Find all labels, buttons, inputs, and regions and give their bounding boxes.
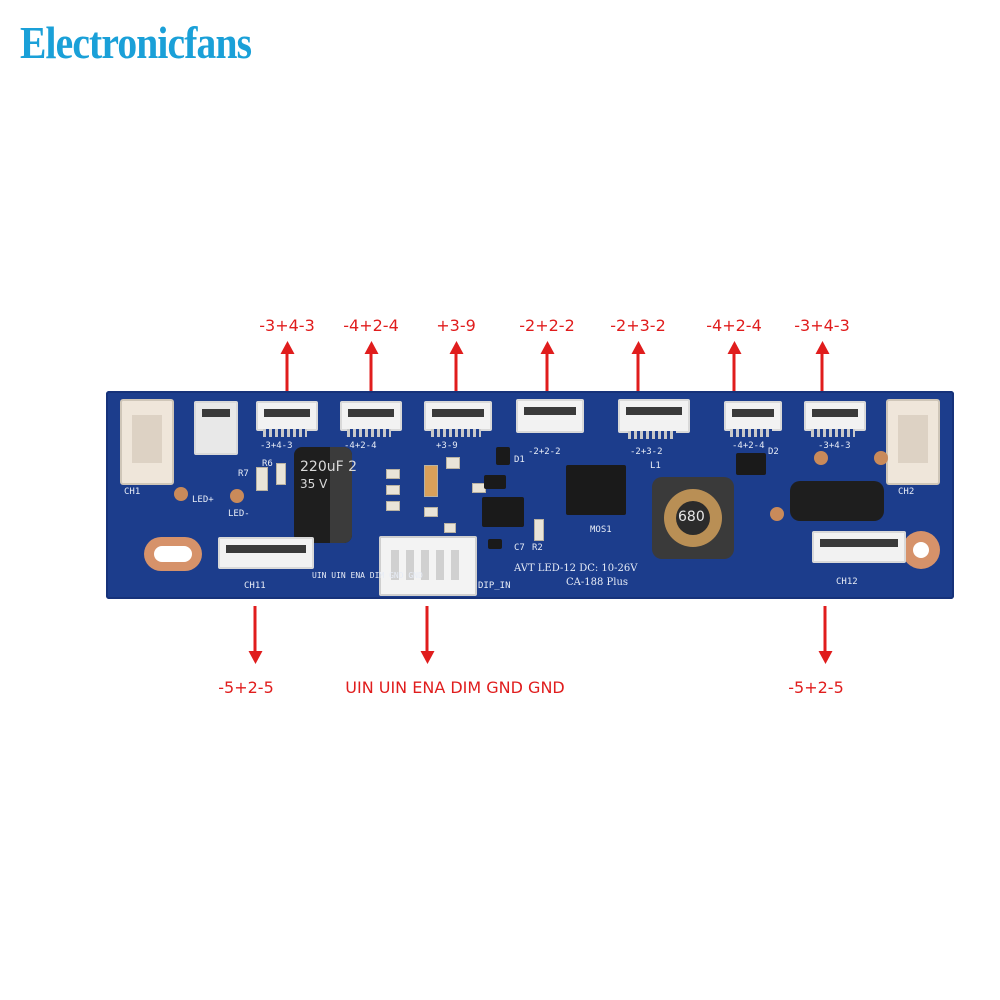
- resistor: [444, 523, 456, 533]
- led-driver-board: -3+4-3 -4+2-4 +3-9 -2+2-2 -2+3-2 -4+2-4 …: [106, 391, 954, 599]
- top-label-3: +3-9: [436, 316, 476, 335]
- silk-mark-2: -4+2-4: [344, 441, 377, 451]
- header-pins: [391, 550, 465, 580]
- ch11-label: CH11: [244, 581, 266, 591]
- brand-logo: Electronicfans: [20, 17, 252, 68]
- copper-pad: [230, 489, 244, 503]
- l1-label: L1: [650, 461, 661, 471]
- r7-label: R7: [238, 469, 249, 479]
- connector-5: [618, 399, 690, 433]
- pins: [730, 429, 772, 437]
- arrow-up-icon: [454, 353, 458, 398]
- power-inductor: 680: [652, 477, 734, 559]
- model-line-2: CA-188 Plus: [566, 577, 629, 588]
- bottom-label-right: -5+2-5: [788, 678, 844, 697]
- diode-d1: [496, 447, 510, 465]
- r2-label: R2: [532, 543, 543, 553]
- silk-mark-3: +3-9: [436, 441, 458, 451]
- top-label-5: -2+3-2: [610, 316, 666, 335]
- ch2-power-connector: [886, 399, 940, 485]
- dip-in-label: DIP_IN: [478, 581, 511, 591]
- silk-mark-5: -2+3-2: [630, 447, 663, 457]
- capacitor-c4: [484, 475, 506, 489]
- connector-7: [804, 401, 866, 431]
- inductor-marking: 680: [678, 509, 705, 525]
- connector-2: [340, 401, 402, 431]
- pins: [263, 429, 307, 437]
- resistor: [276, 463, 286, 485]
- ch11-connector: [218, 537, 314, 569]
- connector-6: [724, 401, 782, 431]
- pins: [431, 429, 481, 437]
- ch8-connector: [120, 399, 174, 485]
- diode-d2: [736, 453, 766, 475]
- silk-mark-7: -3+4-3: [818, 441, 851, 451]
- model-line-1: AVT LED-12 DC: 10-26V: [514, 563, 638, 574]
- top-label-7: -3+4-3: [794, 316, 850, 335]
- resistor: [386, 469, 400, 479]
- pin-labels: UIN UIN ENA DIM GND GND: [312, 571, 423, 580]
- electrolytic-capacitor-2: [790, 481, 884, 521]
- diode: [424, 465, 438, 497]
- copper-pad: [874, 451, 888, 465]
- mounting-slot: [144, 537, 202, 571]
- led-plus-label: LED+: [192, 495, 214, 505]
- ic-chip: [482, 497, 524, 527]
- ch3-connector: [194, 401, 238, 455]
- bottom-label-middle: UIN UIN ENA DIM GND GND: [345, 678, 565, 697]
- mounting-hole: [902, 531, 940, 569]
- arrow-up-icon: [636, 353, 640, 398]
- capacitor-voltage: 35 V: [300, 477, 328, 491]
- top-label-6: -4+2-4: [706, 316, 762, 335]
- resistor: [256, 467, 268, 491]
- top-label-2: -4+2-4: [343, 316, 399, 335]
- dip-in-header: [379, 536, 477, 596]
- resistor: [386, 501, 400, 511]
- silk-mark-1: -3+4-3: [260, 441, 293, 451]
- bottom-label-left: -5+2-5: [218, 678, 274, 697]
- r6-label: R6: [262, 459, 273, 469]
- capacitor-value: 220uF 2: [300, 459, 358, 475]
- top-label-4: -2+2-2: [519, 316, 575, 335]
- resistor: [424, 507, 438, 517]
- capacitor-c7: [488, 539, 502, 549]
- electrolytic-capacitor: 220uF 2 35 V: [294, 447, 357, 543]
- d1-label: D1: [514, 455, 525, 465]
- arrow-down-icon: [823, 606, 827, 652]
- pins: [811, 429, 855, 437]
- arrow-up-icon: [820, 353, 824, 398]
- ch1-label: CH1: [124, 487, 141, 497]
- mosfet: [566, 465, 626, 515]
- ch2-label: CH2: [898, 487, 915, 497]
- arrow-down-icon: [425, 606, 429, 652]
- arrow-up-icon: [732, 353, 736, 398]
- inductor-core: [664, 489, 722, 547]
- copper-pad: [770, 507, 784, 521]
- capacitor-band: [330, 447, 352, 543]
- arrow-up-icon: [545, 353, 549, 398]
- silk-mark-4: -2+2-2: [528, 447, 561, 457]
- resistor: [534, 519, 544, 541]
- silk-mark-6: -4+2-4: [732, 441, 765, 451]
- d2-label: D2: [768, 447, 779, 457]
- ch12-label: CH12: [836, 577, 858, 587]
- copper-pad: [814, 451, 828, 465]
- pins: [347, 429, 391, 437]
- pins: [628, 431, 676, 439]
- ch12-connector: [812, 531, 906, 563]
- top-label-1: -3+4-3: [259, 316, 315, 335]
- arrow-down-icon: [253, 606, 257, 652]
- connector-1: [256, 401, 318, 431]
- resistor: [446, 457, 460, 469]
- led-minus-label: LED-: [228, 509, 250, 519]
- arrow-up-icon: [369, 353, 373, 398]
- c7-label: C7: [514, 543, 525, 553]
- resistor: [386, 485, 400, 495]
- connector-3: [424, 401, 492, 431]
- mos1-label: MOS1: [590, 525, 612, 535]
- connector-4: [516, 399, 584, 433]
- arrow-up-icon: [285, 353, 289, 398]
- copper-pad: [174, 487, 188, 501]
